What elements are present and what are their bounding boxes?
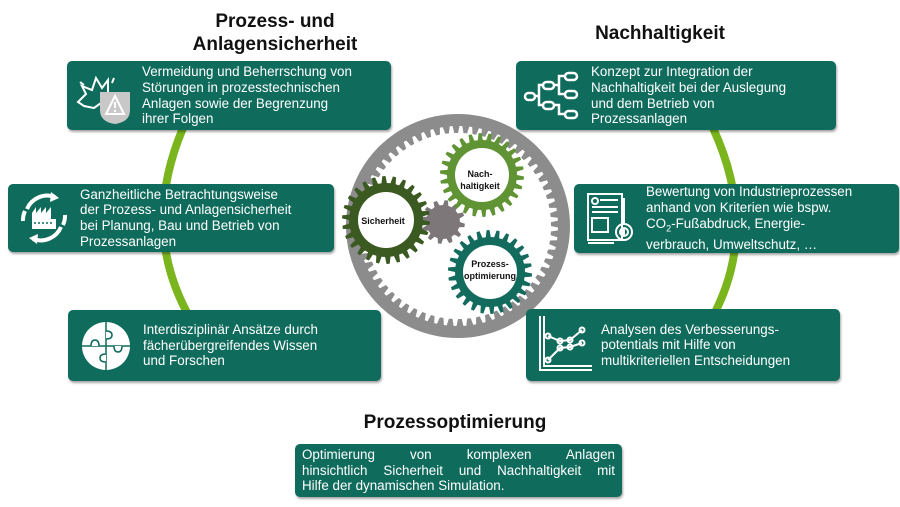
card-text: Analysen des Verbesserungs- potentials m…: [601, 321, 791, 368]
gear-label-safety: Sicherheit: [361, 216, 405, 226]
card-text: Vermeidung und Beherrschung von Störunge…: [142, 64, 352, 127]
flowchart-tree-icon: [516, 69, 591, 123]
heading-process-optimization: Prozessoptimierung: [363, 412, 547, 433]
card-holistic-view: Ganzheitliche Betrachtungsweise der Proz…: [8, 184, 334, 252]
card-dynamic-simulation: Optimierung von komplexen Anlagen hinsic…: [295, 444, 622, 497]
factory-cycle-icon: [8, 191, 80, 245]
card-interdisciplinary: Interdisziplinär Ansätze durch fächerübe…: [68, 310, 381, 381]
gear-sustainability-hub: [455, 148, 509, 202]
card-improvement-analysis: Analysen des Verbesserungs- potentials m…: [526, 309, 840, 381]
heading-sustainability: Nachhaltigkeit: [595, 23, 725, 44]
card-text: Interdisziplinär Ansätze durch fächerübe…: [143, 322, 318, 369]
explosion-warning-shield-icon: [67, 68, 142, 124]
heading-process-safety: Prozess- und Anlagensicherheit: [192, 11, 358, 55]
card-text: Konzept zur Integration der Nachhaltigke…: [591, 64, 787, 127]
gear-label-sustainability: Nach- haltigkeit: [460, 169, 500, 191]
gear-center: [421, 200, 465, 244]
puzzle-icon: [68, 321, 143, 371]
document-gear-icon: [574, 190, 646, 248]
gear-safety-hub: [358, 192, 414, 248]
card-safety-avoidance: Vermeidung und Beherrschung von Störunge…: [67, 61, 391, 130]
card-sustainability-concept: Konzept zur Integration der Nachhaltigke…: [516, 61, 836, 130]
gear-label-optimization: Prozess- optimierung: [464, 259, 516, 281]
line-chart-icon: [526, 314, 601, 376]
gear-assembly: [342, 114, 570, 338]
gear-optimization-hub: [463, 245, 517, 299]
card-process-evaluation: Bewertung von Industrieprozessen anhand …: [574, 184, 899, 253]
card-text: Bewertung von Industrieprozessen anhand …: [646, 184, 853, 252]
card-text: Ganzheitliche Betrachtungsweise der Proz…: [80, 186, 292, 249]
